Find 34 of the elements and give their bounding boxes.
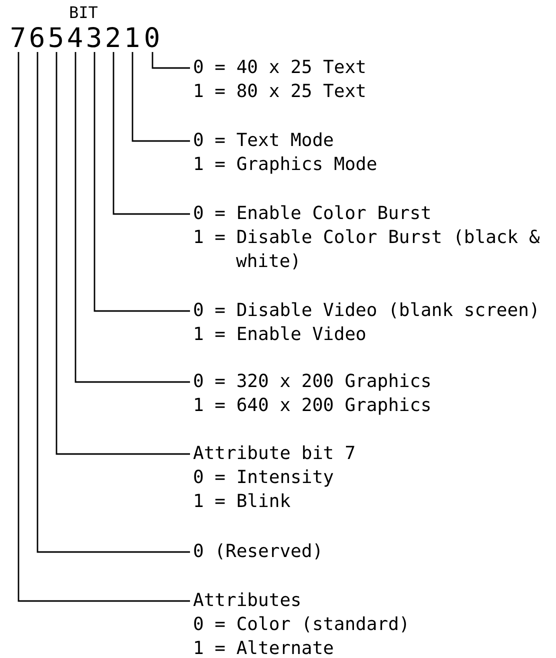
bit-description: 1 = Alternate xyxy=(193,637,335,658)
bit-description: 0 = Disable Video (blank screen) xyxy=(193,299,540,323)
leader-line xyxy=(36,52,190,553)
leader-line xyxy=(18,52,190,602)
bit-description: 0 = Enable Color Burst xyxy=(193,202,432,226)
bit-number: 5 xyxy=(46,27,66,51)
bit-description: Attribute bit 7 xyxy=(193,442,356,466)
leader-line xyxy=(74,52,190,383)
bit-number: 7 xyxy=(8,27,28,51)
bit-description: 0 = 40 x 25 Text xyxy=(193,56,366,80)
bit-description: 1 = Graphics Mode xyxy=(193,153,378,177)
bit-description: 1 = Blink xyxy=(193,490,292,514)
bit-description: 0 = Intensity xyxy=(193,466,335,490)
bit-number: 3 xyxy=(84,27,104,51)
leader-line xyxy=(132,52,190,142)
header-label: BIT xyxy=(69,4,98,22)
leader-line xyxy=(112,52,190,215)
bit-description: 1 = Enable Video xyxy=(193,323,368,347)
bit-number: 0 xyxy=(142,27,162,51)
bit-description: 1 = Disable Color Burst (black & white) xyxy=(193,226,541,274)
bit-description: 0 (Reserved) xyxy=(193,540,324,564)
bit-description: Attributes xyxy=(193,589,302,613)
bit-description: 1 = 640 x 200 Graphics xyxy=(193,394,432,418)
bit-number: 2 xyxy=(104,27,122,51)
bit-description: 0 = Text Mode xyxy=(193,129,335,153)
leader-line xyxy=(152,52,190,69)
bit-description: 0 = 320 x 200 Graphics xyxy=(193,370,432,394)
leader-line xyxy=(56,52,190,455)
bit-number: 4 xyxy=(66,27,84,51)
bit-description: 1 = 80 x 25 Text xyxy=(193,80,366,104)
bit-description: 0 = Color (standard) xyxy=(193,613,410,637)
bit-number: 6 xyxy=(28,27,46,51)
leader-line xyxy=(94,52,190,312)
bit-number: 1 xyxy=(122,27,142,51)
